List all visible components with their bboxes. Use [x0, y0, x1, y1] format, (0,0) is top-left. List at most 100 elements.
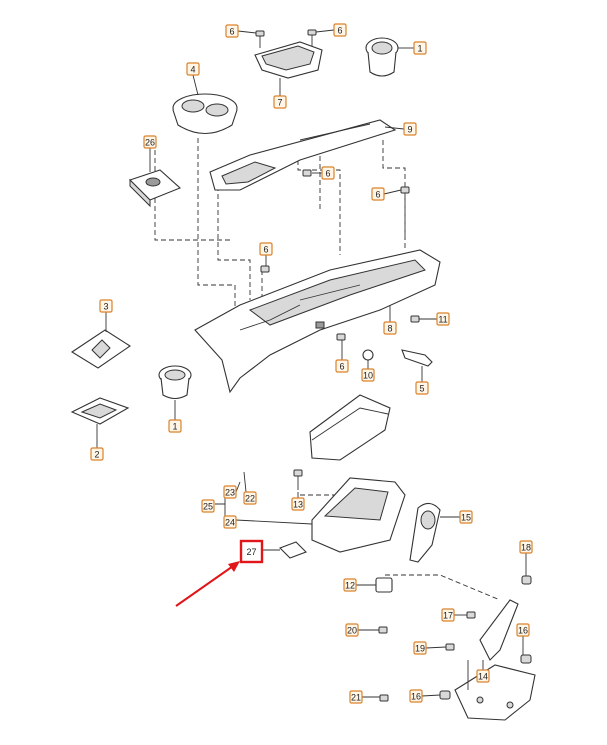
screw-part-6-mid — [302, 169, 312, 177]
callout-part-4: 4 — [186, 62, 200, 76]
callout-label: 17 — [443, 611, 453, 621]
callout-part-16: 16 — [409, 689, 423, 703]
callout-label: 13 — [293, 500, 303, 510]
callout-part-12: 12 — [343, 578, 357, 592]
callout-label: 22 — [245, 494, 255, 504]
bolt-part-13 — [293, 469, 303, 490]
callout-part-3: 3 — [99, 299, 113, 313]
callout-part-20: 20 — [345, 623, 359, 637]
callout-part-6: 6 — [225, 24, 239, 38]
callout-part-18: 18 — [519, 540, 533, 554]
callout-label: 1 — [172, 422, 177, 432]
callout-part-1: 1 — [168, 419, 182, 433]
callout-label: 4 — [190, 65, 195, 75]
callout-part-23: 23 — [223, 485, 237, 499]
callout-label: 1 — [417, 44, 422, 54]
shift-boot-part-3 — [70, 329, 131, 369]
storage-box-part-24 — [311, 477, 406, 553]
highlight-box-part-27 — [239, 539, 264, 564]
bolt-part-19 — [445, 643, 455, 651]
screw-part-6-top-left — [255, 30, 265, 48]
switch-part-26 — [128, 169, 182, 208]
screw-part-6-lower — [336, 333, 346, 341]
callout-label: 6 — [263, 245, 268, 255]
console-body-part-8 — [194, 249, 441, 394]
callout-part-9: 9 — [403, 122, 417, 136]
callout-part-26: 26 — [143, 135, 157, 149]
callout-part-8: 8 — [383, 321, 397, 335]
callout-label: 26 — [145, 138, 155, 148]
callout-leaders — [96, 29, 527, 698]
callout-label: 8 — [387, 324, 392, 334]
clip-part-16-upper — [520, 654, 532, 664]
callout-part-22: 22 — [243, 491, 257, 505]
assembly-guide-lines — [154, 138, 501, 601]
hinge-bracket-part-14 — [454, 599, 536, 721]
callout-part-7: 7 — [273, 95, 287, 109]
callout-label: 18 — [521, 543, 531, 553]
callout-part-6: 6 — [335, 359, 349, 373]
callout-part-6: 6 — [259, 242, 273, 256]
callout-label: 15 — [461, 513, 471, 523]
callout-label: 19 — [415, 644, 425, 654]
callout-label: 21 — [351, 693, 361, 703]
highlight-label-part-27: 27 — [246, 547, 256, 557]
latch-part-12 — [375, 577, 393, 593]
callout-label: 6 — [337, 26, 342, 36]
screw-part-6-right — [400, 186, 410, 194]
callout-part-5: 5 — [415, 381, 429, 395]
screw-part-6-center — [260, 265, 270, 273]
callout-label: 11 — [438, 315, 447, 325]
callout-label: 20 — [347, 626, 357, 636]
clip-part-10 — [362, 349, 374, 361]
callout-part-15: 15 — [459, 510, 473, 524]
screw-part-21 — [379, 694, 389, 702]
callout-label: 14 — [478, 672, 488, 682]
callout-label: 16 — [411, 692, 421, 702]
armrest-pad — [309, 394, 391, 461]
callout-part-16: 16 — [516, 623, 530, 637]
pad-part-27 — [279, 541, 307, 559]
callout-part-24: 24 — [223, 515, 237, 529]
highlight-pointer-arrow — [175, 561, 240, 607]
callout-part-13: 13 — [291, 497, 305, 511]
callout-part-1: 1 — [413, 41, 427, 55]
clip-part-16-lower — [439, 690, 451, 700]
screw-part-6-top-right — [307, 29, 317, 47]
callout-label: 2 — [94, 450, 99, 460]
callout-label: 10 — [363, 371, 373, 381]
callout-part-2: 2 — [90, 447, 104, 461]
callout-part-14: 14 — [476, 669, 490, 683]
callout-part-17: 17 — [441, 608, 455, 622]
cup-holder-part-4 — [172, 93, 238, 135]
callout-label: 3 — [103, 302, 108, 312]
screw-part-11 — [410, 315, 420, 323]
callout-label: 16 — [518, 626, 528, 636]
callout-label: 7 — [277, 98, 282, 108]
callout-label: 9 — [407, 125, 412, 135]
callout-part-10: 10 — [361, 368, 375, 382]
callout-part-19: 19 — [413, 641, 427, 655]
callout-part-21: 21 — [349, 690, 363, 704]
bracket-part-5 — [401, 349, 433, 367]
cap-part-18 — [521, 575, 532, 585]
callout-part-6: 6 — [371, 187, 385, 201]
callout-label: 25 — [203, 502, 213, 512]
callout-part-6: 6 — [333, 23, 347, 37]
cup-holder-part-1-top — [365, 37, 399, 77]
callout-label: 24 — [225, 518, 235, 528]
callout-part-6: 6 — [321, 166, 335, 180]
callout-label: 6 — [375, 190, 380, 200]
screw-part-20 — [378, 626, 388, 634]
callout-part-11: 11 — [436, 312, 450, 326]
trim-part-2 — [70, 397, 130, 425]
tray-part-7 — [254, 41, 323, 79]
callout-label: 6 — [229, 27, 234, 37]
callout-label: 6 — [325, 169, 330, 179]
screw-part-17 — [466, 611, 476, 619]
callout-label: 5 — [419, 384, 424, 394]
callout-label: 23 — [225, 488, 235, 498]
callout-part-25: 25 — [201, 499, 215, 513]
callout-label: 12 — [345, 581, 355, 591]
